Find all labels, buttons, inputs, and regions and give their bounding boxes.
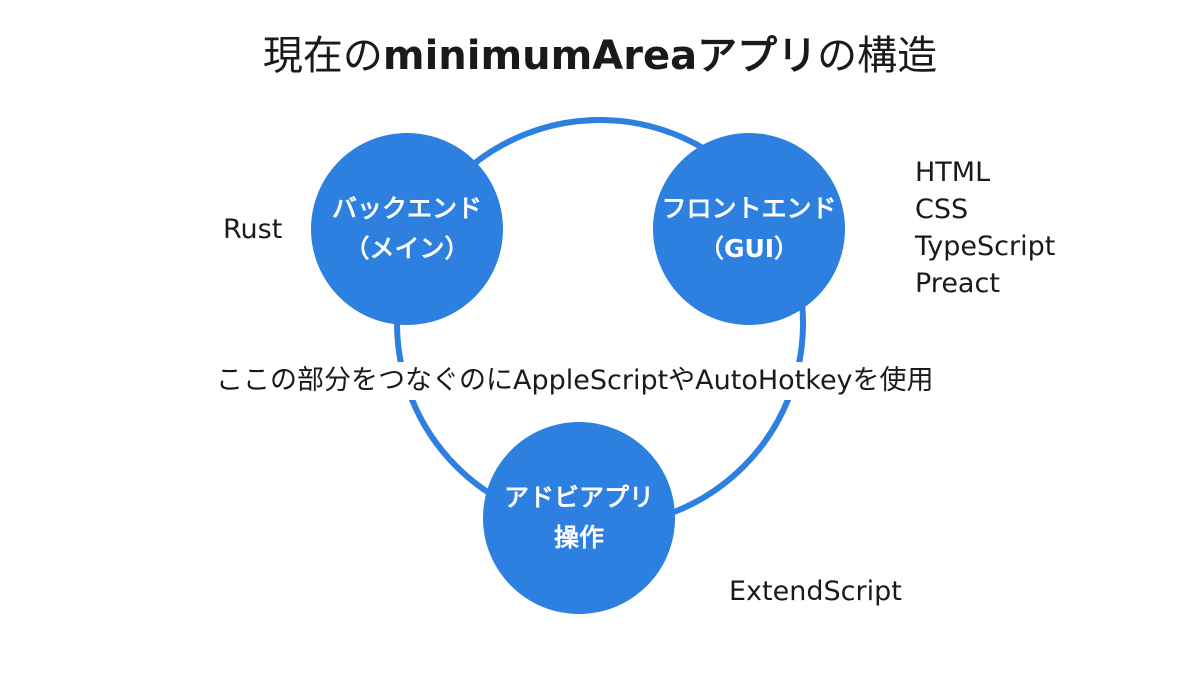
backend-node-sublabel: （メイン） bbox=[344, 234, 470, 263]
title-suffix: の構造 bbox=[817, 33, 938, 79]
tech-item: TypeScript bbox=[915, 231, 1056, 262]
page-title: 現在のminimumAreaアプリの構造 bbox=[0, 28, 1200, 84]
frontend-tech-list: HTML CSS TypeScript Preact bbox=[915, 154, 1055, 302]
tech-item: HTML bbox=[915, 157, 991, 188]
tech-item: ExtendScript bbox=[729, 576, 902, 607]
tech-item: CSS bbox=[915, 194, 969, 225]
title-app-word: アプリ bbox=[697, 33, 818, 79]
frontend-node-label: フロントエンド bbox=[661, 194, 837, 223]
connector-description: ここの部分をつなぐのにAppleScriptやAutoHotkeyを使用 bbox=[212, 362, 938, 400]
backend-node-label: バックエンド bbox=[331, 194, 482, 223]
frontend-node-sublabel: （GUI） bbox=[698, 234, 800, 263]
adobe-app-node: アドビアプリ 操作 bbox=[483, 422, 675, 614]
title-prefix: 現在の bbox=[262, 33, 383, 79]
adobe-app-node-label: アドビアプリ bbox=[503, 483, 654, 512]
adobe-app-node-sublabel: 操作 bbox=[553, 523, 604, 552]
frontend-node: フロントエンド （GUI） bbox=[653, 133, 845, 325]
adobe-app-tech-list: ExtendScript bbox=[729, 573, 902, 610]
tech-item: Rust bbox=[223, 214, 283, 245]
title-app-name: minimumArea bbox=[382, 33, 698, 79]
tech-item: Preact bbox=[915, 268, 1000, 299]
backend-node: バックエンド （メイン） bbox=[311, 133, 503, 325]
backend-tech-list: Rust bbox=[223, 211, 282, 248]
